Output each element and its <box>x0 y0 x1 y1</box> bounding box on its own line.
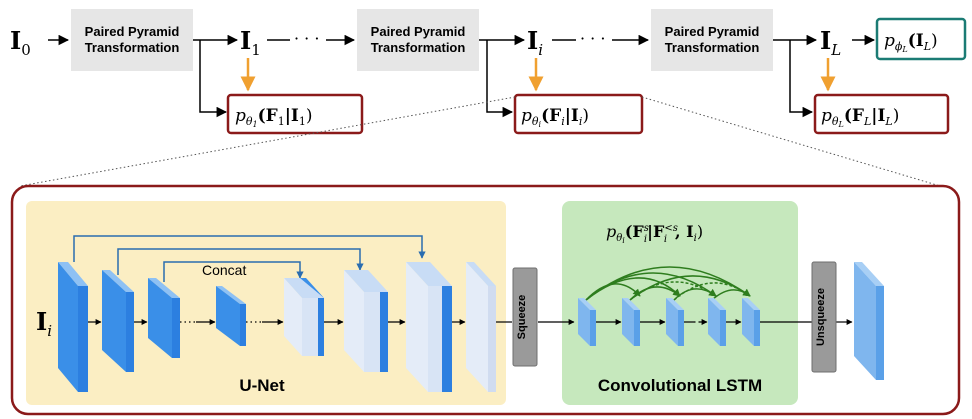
flow-box-1: pθ1(F1|I1) <box>226 93 364 135</box>
unet-bottleneck-block <box>216 286 246 346</box>
lstm-cell-3 <box>666 298 684 346</box>
svg-text:Paired Pyramid: Paired Pyramid <box>371 24 466 39</box>
prior-box: pϕL(IL) <box>875 17 967 61</box>
output-block <box>854 262 884 380</box>
unet-decoder-block-1 <box>284 278 324 356</box>
svg-text:pθL(FL|IL): pθL(FL|IL) <box>821 106 899 129</box>
svg-text:Transformation: Transformation <box>85 40 180 55</box>
arrow-ppt1-flow1 <box>199 40 228 118</box>
level-i-label: Ii <box>527 26 543 59</box>
unet-decoder-block-3 <box>406 262 452 392</box>
skip-connection-2 <box>117 248 364 275</box>
svg-text:Squeeze: Squeeze <box>516 295 528 340</box>
svg-text:Transformation: Transformation <box>665 40 760 55</box>
lstm-blocks <box>578 298 760 346</box>
unet-encoder-block-2 <box>102 270 134 372</box>
input-image-label: I0 <box>10 26 31 59</box>
level-1-label: I1 <box>240 26 261 59</box>
lstm-label: Convolutional LSTM <box>598 376 762 395</box>
unet-label: U-Net <box>239 376 285 395</box>
lstm-dependency-arcs <box>585 266 751 301</box>
skip-connection-3 <box>163 261 304 282</box>
ellipsis-2: · · · <box>580 29 605 48</box>
unsqueeze-block: Unsqueeze <box>811 261 837 373</box>
svg-text:Paired Pyramid: Paired Pyramid <box>665 24 760 39</box>
concat-label: Concat <box>202 262 246 278</box>
unet-blocks <box>58 262 496 392</box>
ellipsis-1: · · · <box>294 29 319 48</box>
lstm-cell-2 <box>622 298 640 346</box>
lstm-cell-5 <box>742 298 760 346</box>
svg-text:Unsqueeze: Unsqueeze <box>815 288 827 346</box>
unet-encoder-block-1 <box>58 262 88 392</box>
unet-output-block <box>466 262 496 392</box>
svg-text:Transformation: Transformation <box>371 40 466 55</box>
svg-text:pϕL(IL): pϕL(IL) <box>884 31 938 54</box>
flow-box-L: pθL(FL|IL) <box>813 93 950 135</box>
svg-text:Paired Pyramid: Paired Pyramid <box>85 24 180 39</box>
unet-encoder-block-3 <box>148 278 180 358</box>
level-L-label: IL <box>820 26 841 59</box>
ppt-box-2: Paired Pyramid Transformation <box>357 9 479 71</box>
lstm-cell-1 <box>578 298 596 346</box>
skip-connection-1 <box>73 235 426 262</box>
svg-text:pθi(Fi|Ii): pθi(Fi|Ii) <box>521 106 589 129</box>
detail-input-label: Ii <box>36 307 52 340</box>
ppt-box-3: Paired Pyramid Transformation <box>651 9 773 71</box>
lstm-cell-4 <box>708 298 726 346</box>
arrow-ppt3-flowl <box>789 40 814 118</box>
lstm-panel <box>562 201 798 405</box>
svg-text:pθ1(F1|I1): pθ1(F1|I1) <box>235 106 313 129</box>
arrow-ppt2-flowi <box>486 40 514 118</box>
squeeze-block: Squeeze <box>512 267 538 367</box>
flow-box-i: pθi(Fi|Ii) <box>513 93 644 135</box>
unet-decoder-block-2 <box>344 270 388 372</box>
skip-connections <box>73 235 426 282</box>
ppt-box-1: Paired Pyramid Transformation <box>71 9 193 71</box>
